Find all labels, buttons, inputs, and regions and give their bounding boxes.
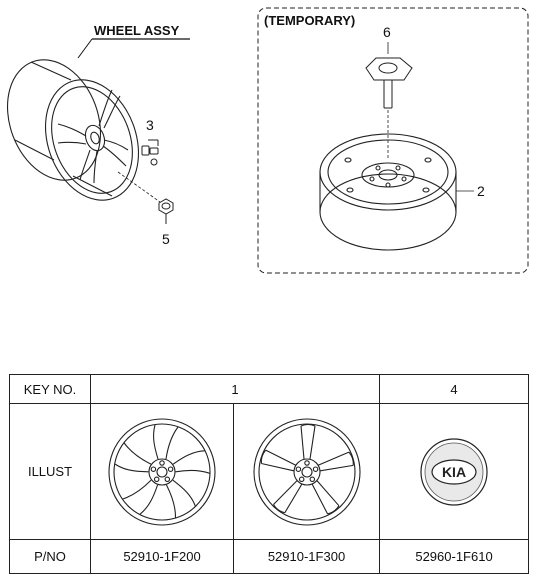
alloy-wheel-drawing <box>6 59 140 201</box>
callout-hold-down-bolt: 6 <box>383 24 391 40</box>
temporary-spare-group: (TEMPORARY) 6 <box>257 7 529 274</box>
part-number-1f200: 52910-1F200 <box>90 539 234 574</box>
callout-valve: 3 <box>146 117 154 133</box>
valve-part <box>141 139 159 166</box>
lug-nut-leader <box>117 171 161 203</box>
alloy-wheel-curved-icon <box>108 417 216 526</box>
part-number-1f610: 52960-1F610 <box>379 539 530 574</box>
illust-label: ILLUST <box>9 403 91 540</box>
alloy-wheel-straight-icon <box>252 417 361 526</box>
lug-nut-part <box>158 198 174 224</box>
callout-lug-nut: 5 <box>162 231 170 247</box>
kia-logo-text: KIA <box>442 464 466 480</box>
wheel-assy-label: WHEEL ASSY <box>94 23 180 38</box>
pno-label: P/NO <box>9 539 91 574</box>
illust-hub-cap: KIA <box>379 403 530 540</box>
hold-down-bolt-part <box>365 57 413 109</box>
spare-wheel-drawing <box>319 133 457 251</box>
group-1-header: 1 <box>89 374 381 404</box>
table-illust-row: ILLUST <box>9 403 530 540</box>
kia-hub-cap-icon: KIA <box>420 437 488 506</box>
part-number-1f300: 52910-1F300 <box>232 539 381 574</box>
table-header-row: KEY NO. 1 4 <box>9 374 530 404</box>
callout-spare-wheel: 2 <box>477 183 485 199</box>
group-4-header: 4 <box>379 374 530 404</box>
parts-exploded-diagram: WHEEL ASSY <box>6 7 529 274</box>
parts-table: KEY NO. 1 4 ILLUST <box>9 374 530 574</box>
illust-wheel-1f300 <box>232 403 381 540</box>
illust-wheel-1f200 <box>90 403 234 540</box>
wheel-assy-group: WHEEL ASSY <box>6 23 190 247</box>
wheel-assy-leader <box>77 38 93 59</box>
table-pno-row: P/NO 52910-1F200 52910-1F300 52960-1F610 <box>9 539 530 574</box>
temporary-label: (TEMPORARY) <box>264 13 355 28</box>
key-no-header: KEY NO. <box>9 374 91 404</box>
